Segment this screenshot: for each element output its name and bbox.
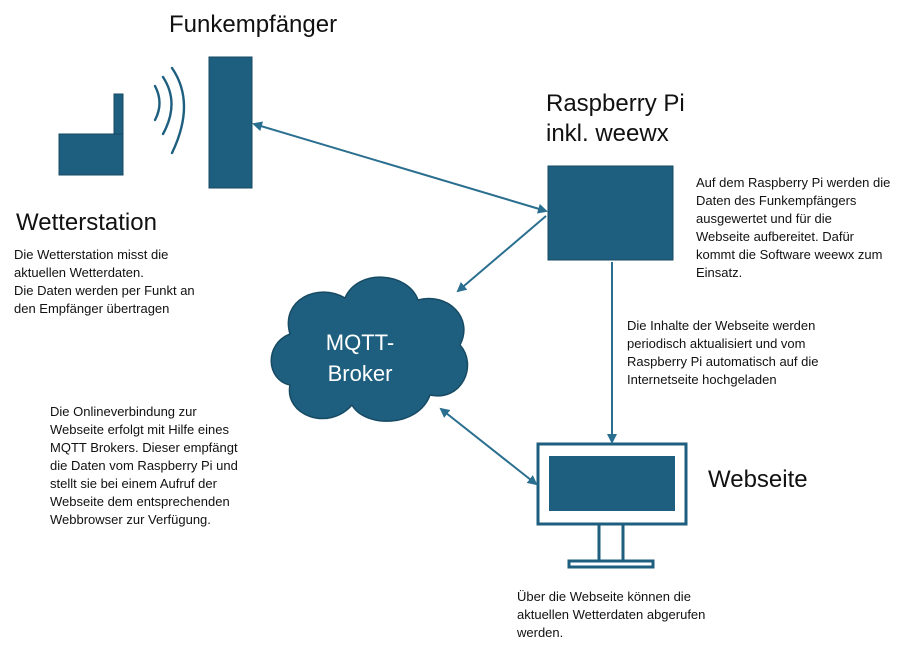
broker-desc-line: Webbrowser zur Verfügung. <box>50 512 211 527</box>
radio-receiver-box <box>208 56 253 189</box>
broker-desc-line: MQTT Brokers. Dieser empfängt <box>50 440 238 455</box>
website-desc-line: Über die Webseite können die <box>517 589 691 604</box>
broker-desc-line: Webseite erfolgt mit Hilfe eines <box>50 422 229 437</box>
station-description: Die Wetterstation misst die aktuellen We… <box>14 246 195 318</box>
upload-desc-line: Die Inhalte der Webseite werden <box>627 318 816 333</box>
raspberry-description: Auf dem Raspberry Pi werden die Daten de… <box>696 174 890 282</box>
broker-desc-line: Die Onlineverbindung zur <box>50 404 197 419</box>
website-desc-line: aktuellen Wetterdaten abgerufen <box>517 607 706 622</box>
radio-waves-icon <box>153 66 186 155</box>
weather-station-icon <box>58 93 124 176</box>
raspberry-desc-line: Webseite aufbereitet. Dafür <box>696 229 855 244</box>
upload-description: Die Inhalte der Webseite werden periodis… <box>627 317 818 389</box>
station-desc-line: Die Daten werden per Funkt an <box>14 283 195 298</box>
arrow-broker-website <box>439 407 538 486</box>
broker-label-line2: Broker <box>328 361 393 386</box>
raspberry-desc-line: Auf dem Raspberry Pi werden die <box>696 175 891 190</box>
raspberry-desc-line: kommt die Software weewx zum <box>696 247 883 262</box>
station-desc-line: den Empfänger übertragen <box>14 301 170 316</box>
upload-desc-line: periodisch aktualisiert und vom <box>627 336 806 351</box>
station-title: Wetterstation <box>16 209 157 236</box>
monitor-icon <box>536 442 688 569</box>
raspberry-desc-line: Einsatz. <box>696 265 743 280</box>
raspberry-title-line1: Raspberry Pi <box>546 90 685 117</box>
website-description: Über die Webseite können die aktuellen W… <box>517 588 705 642</box>
broker-desc-line: die Daten vom Raspberry Pi und <box>50 458 238 473</box>
upload-desc-line: Raspberry Pi automatisch auf die <box>627 354 819 369</box>
broker-desc-line: Webseite dem entsprechenden <box>50 494 230 509</box>
arrow-receiver-raspberry <box>252 121 548 214</box>
raspberry-pi-box <box>547 165 674 261</box>
website-desc-line: werden. <box>517 625 564 640</box>
broker-description: Die Onlineverbindung zur Webseite erfolg… <box>50 403 238 529</box>
raspberry-desc-line: Daten des Funkempfängers <box>696 193 857 208</box>
broker-label-line1: MQTT- <box>326 330 394 355</box>
mqtt-broker-cloud <box>270 276 469 422</box>
arrow-raspberry-broker <box>456 215 547 293</box>
receiver-title: Funkempfänger <box>169 11 338 38</box>
raspberry-title: Raspberry Pi inkl. weewx <box>546 89 685 149</box>
upload-desc-line: Internetseite hochgeladen <box>627 372 777 387</box>
station-desc-line: Die Wetterstation misst die <box>14 247 169 262</box>
raspberry-title-line2: inkl. weewx <box>546 120 669 147</box>
station-desc-line: aktuellen Wetterdaten. <box>14 265 144 280</box>
raspberry-desc-line: ausgewertet und für die <box>696 211 832 226</box>
website-title: Webseite <box>708 466 808 493</box>
broker-desc-line: stellt sie bei einem Aufruf der <box>50 476 217 491</box>
